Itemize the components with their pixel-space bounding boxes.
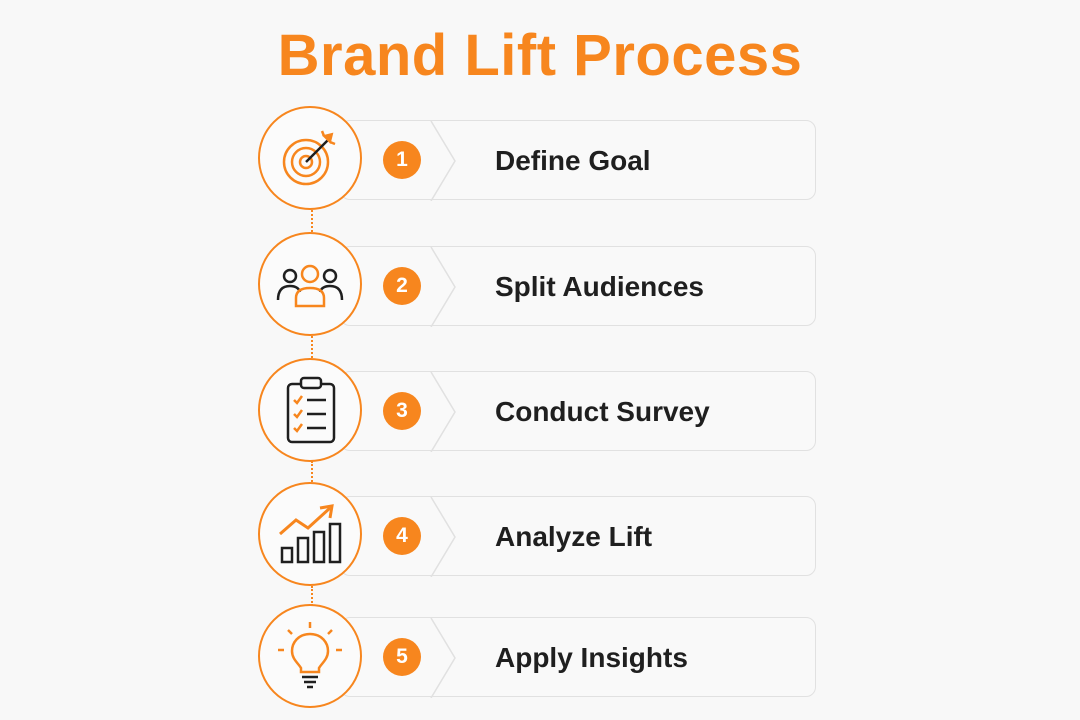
chevron-right-icon [430, 618, 456, 698]
chevron-right-icon [430, 121, 456, 201]
step-number-badge: 2 [383, 267, 421, 305]
step-number-badge: 3 [383, 392, 421, 430]
step-number-badge: 4 [383, 517, 421, 555]
chevron-right-icon [430, 372, 456, 452]
growth-chart-icon [279, 504, 342, 564]
connector-line [311, 210, 313, 240]
step-card-3: Conduct Survey [340, 371, 816, 452]
chevron-right-icon [430, 497, 456, 577]
step-label: Conduct Survey [495, 396, 710, 427]
step-icon-circle [258, 358, 362, 462]
chevron-right-icon [430, 247, 456, 327]
clipboard-checklist-icon [286, 376, 336, 444]
step-label: Define Goal [495, 145, 651, 176]
connector-line [311, 461, 313, 489]
step-icon-circle [258, 482, 362, 586]
people-group-icon [276, 264, 344, 308]
step-label: Analyze Lift [495, 521, 653, 552]
step-label: Split Audiences [495, 271, 705, 302]
page-title: Brand Lift Process [277, 23, 803, 88]
step-icon-circle [258, 106, 362, 210]
connector-line [311, 336, 313, 366]
connector-line [311, 586, 313, 606]
lightbulb-icon [278, 622, 342, 689]
step-number-badge: 5 [383, 638, 421, 676]
target-icon [282, 130, 336, 186]
step-label: Apply Insights [495, 642, 688, 673]
step-number-badge: 1 [383, 141, 421, 179]
step-icon-circle [258, 604, 362, 708]
step-icon-circle [258, 232, 362, 336]
